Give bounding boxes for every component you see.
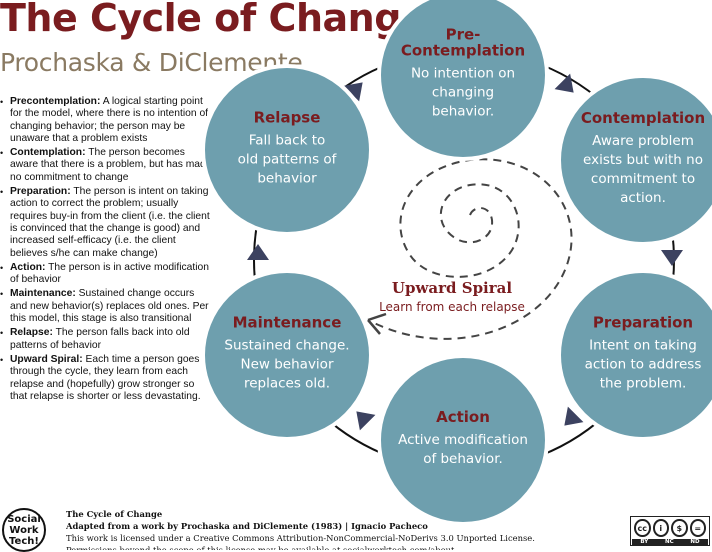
definition-item: Relapse: The person falls back into old … xyxy=(0,327,212,352)
stage-circle xyxy=(377,354,549,526)
cycle-arrow-icon xyxy=(564,406,584,426)
definition-item: Upward Spiral: Each time a person goes t… xyxy=(0,354,212,403)
definition-text: A logical starting point for the model, … xyxy=(10,96,209,144)
stage-description: Intent on taking xyxy=(589,338,697,354)
footer-credit: Adapted from a work by Prochaska and DiC… xyxy=(66,521,428,531)
stage-title: Maintenance xyxy=(233,314,342,332)
stage-circle xyxy=(557,269,712,441)
spiral-arrowhead xyxy=(367,312,387,335)
definition-text: The person is in active modification of … xyxy=(10,261,209,286)
definition-text: Each time a person goes through the cycl… xyxy=(10,353,201,402)
definition-item: Action: The person is in active modifica… xyxy=(0,262,212,287)
cc-icon: cc xyxy=(634,519,651,537)
creative-commons-badge[interactable]: cc i $ = BY NC ND xyxy=(630,516,710,546)
definition-term: Contemplation: xyxy=(10,147,86,159)
logo-line: Tech! xyxy=(9,536,39,547)
logo-line: Social xyxy=(7,514,41,525)
equals-icon: = xyxy=(689,519,706,537)
no-dollar-icon: $ xyxy=(671,519,688,537)
stage-description: behavior xyxy=(257,171,317,187)
stage-title: Pre- xyxy=(446,26,481,44)
stage-title: Preparation xyxy=(593,314,693,332)
stage-description: replaces old. xyxy=(244,376,330,392)
cc-icons: cc i $ = xyxy=(631,517,709,539)
stage-description: old patterns of xyxy=(238,152,338,168)
stage-description: No intention on xyxy=(411,66,515,82)
definition-item: Contemplation: The person becomes aware … xyxy=(0,147,212,184)
definition-term: Upward Spiral: xyxy=(10,353,83,365)
footer-license: This work is licensed under a Creative C… xyxy=(66,533,535,543)
definition-item: Preparation: The person is intent on tak… xyxy=(0,186,212,260)
cycle-arrow-icon xyxy=(247,244,269,260)
stage-description: the problem. xyxy=(600,376,687,392)
stage-description: commitment to xyxy=(591,171,695,187)
stage-description: action to address xyxy=(585,357,702,373)
definitions-list: Precontemplation: A logical starting poi… xyxy=(0,96,212,405)
stage-title: Contemplation xyxy=(401,42,525,60)
stage-title: Action xyxy=(436,408,490,426)
footer: The Cycle of Change Adapted from a work … xyxy=(66,508,606,550)
definition-text: The person is intent on taking action to… xyxy=(10,186,210,259)
stage-description: Active modification xyxy=(398,432,528,448)
cc-label-nc: NC xyxy=(665,539,674,545)
cycle-arrows xyxy=(247,73,683,431)
definition-term: Preparation: xyxy=(10,186,71,198)
cycle-arrow-icon xyxy=(661,250,683,266)
definition-item: Maintenance: Sustained change occurs and… xyxy=(0,288,212,325)
footer-title: The Cycle of Change xyxy=(66,509,163,519)
cc-label-by: BY xyxy=(640,539,649,545)
definition-term: Relapse: xyxy=(10,327,53,339)
stage-circle xyxy=(377,0,549,161)
stage-description: Fall back to xyxy=(249,133,326,149)
stage-circle xyxy=(201,64,373,236)
definition-item: Precontemplation: A logical starting poi… xyxy=(0,96,212,145)
cycle-arrow-icon xyxy=(356,411,376,431)
stage-circle xyxy=(557,74,712,246)
stage-description: changing xyxy=(432,85,494,101)
spiral-title: Upward Spiral xyxy=(392,279,512,297)
cycle-arrow-icon xyxy=(554,73,574,93)
definition-term: Maintenance: xyxy=(10,288,76,300)
footer-note: Permissions beyond the scope of this lic… xyxy=(66,545,455,550)
stage-circle xyxy=(201,269,373,441)
stage-description: behavior. xyxy=(432,104,494,120)
definition-term: Precontemplation: xyxy=(10,96,101,107)
cycle-arrow-icon xyxy=(343,82,363,102)
stage-description: action. xyxy=(620,190,666,206)
definition-text: The person falls back into old patterns … xyxy=(10,327,190,351)
stage-title: Relapse xyxy=(254,109,321,127)
person-icon: i xyxy=(652,519,669,537)
page-title: The Cycle of Change xyxy=(0,0,427,40)
logo-line: Work xyxy=(9,525,39,536)
stage-description: exists but with no xyxy=(583,152,703,168)
spiral-subtitle: Learn from each relapse xyxy=(379,300,525,314)
cc-label-nd: ND xyxy=(690,539,700,545)
definition-text: The person becomes aware that there is a… xyxy=(10,147,212,183)
stage-node: Pre-Contemplation No intention on changing… xyxy=(377,0,549,161)
definition-term: Action: xyxy=(10,261,46,273)
stage-description: Aware problem xyxy=(592,133,694,149)
stage-title: Contemplation xyxy=(581,109,705,127)
cc-labels: BY NC ND xyxy=(632,539,708,546)
stage-description: Sustained change. xyxy=(224,338,349,354)
stage-description: New behavior xyxy=(241,357,334,373)
definition-text: Sustained change occurs and new behavior… xyxy=(10,288,209,325)
social-work-tech-logo: Social Work Tech! xyxy=(2,508,46,552)
stage-description: of behavior. xyxy=(423,451,503,467)
